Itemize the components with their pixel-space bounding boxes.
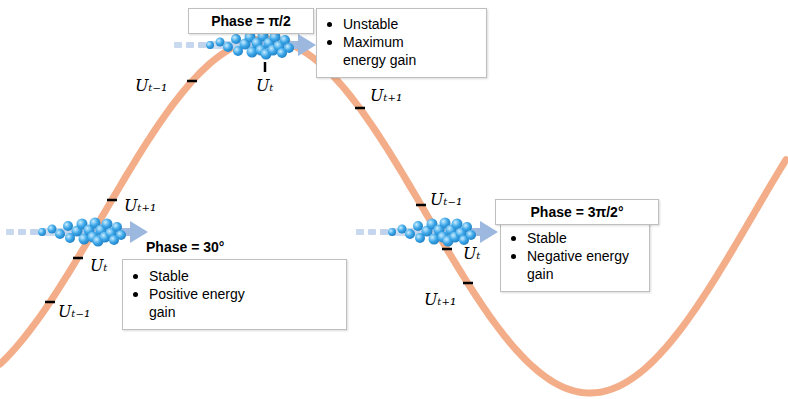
particle-bunch (174, 31, 316, 60)
bullet-dot (327, 22, 332, 27)
property-text: Negative energy gain (527, 247, 637, 283)
voltage-label: Uₜ₋₁ (430, 190, 462, 209)
property-text: Unstable (343, 15, 443, 33)
property-box: StableNegative energy gain (500, 222, 650, 292)
phase-heading: Phase = 30° (142, 238, 228, 256)
property-text: Maximum energy gain (343, 33, 443, 69)
particle-bunch (356, 218, 498, 247)
bullet-item: Unstable (325, 15, 478, 33)
rf-wave (0, 39, 786, 393)
bullet-item: Stable (509, 229, 641, 247)
voltage-label: Uₜ₋₁ (135, 76, 167, 95)
phase-callout: Phase = 30° StablePositive energy gain (122, 238, 347, 330)
voltage-label: Uₜ (463, 244, 480, 263)
callout-body: StablePositive energy gain (122, 259, 347, 330)
property-text: Stable (149, 267, 259, 285)
voltage-label: Uₜ₊₁ (424, 290, 456, 309)
bullet-item: Maximum energy gain (325, 33, 478, 69)
particle-bunch (6, 218, 148, 247)
property-text: Positive energy gain (149, 285, 259, 321)
bullet-dot (511, 236, 516, 241)
voltage-label: Uₜ₊₁ (370, 86, 402, 105)
bullet-dot (327, 40, 332, 45)
property-text: Stable (527, 229, 637, 247)
property-box: UnstableMaximum energy gain (316, 8, 487, 78)
bullet-dot (133, 292, 138, 297)
phase-heading: Phase = π/2 (199, 12, 303, 30)
phase-heading-box: Phase = 3π/2° (495, 199, 659, 225)
bullet-dot (133, 274, 138, 279)
phase-heading: Phase = 3π/2° (506, 203, 648, 221)
voltage-label: Uₜ₋₁ (58, 302, 90, 321)
bullet-item: Negative energy gain (509, 247, 641, 283)
voltage-label: Uₜ (256, 76, 273, 95)
bullet-item: Stable (131, 267, 338, 285)
phase-heading-box: Phase = π/2 (188, 8, 314, 34)
voltage-label: Uₜ (90, 256, 107, 275)
voltage-label: Uₜ₊₁ (124, 196, 156, 215)
bullet-item: Positive energy gain (131, 285, 338, 321)
bullet-dot (511, 254, 516, 259)
